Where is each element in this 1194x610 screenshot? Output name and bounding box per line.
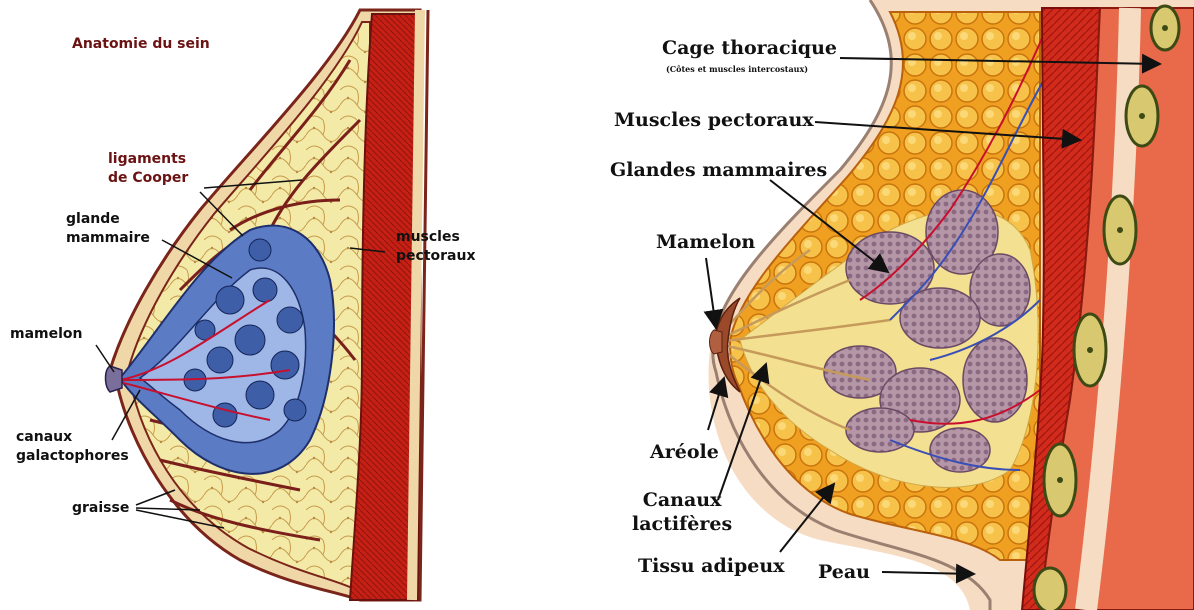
- label-canaux-lactiferes-line1: Canaux: [632, 488, 732, 512]
- label-ligaments-cooper: ligaments de Cooper: [108, 150, 188, 188]
- label-muscles-pectoraux-left: muscles pectoraux: [396, 228, 475, 266]
- label-canaux-line1: canaux: [16, 428, 129, 447]
- label-peau: Peau: [818, 560, 870, 584]
- label-glandes-mammaires: Glandes mammaires: [610, 158, 827, 182]
- label-graisse: graisse: [72, 499, 129, 518]
- left-breast-illustration: [0, 0, 590, 610]
- right-diagram-panel: Cage thoracique (Côtes et muscles interc…: [590, 0, 1194, 610]
- label-areole: Aréole: [650, 440, 719, 464]
- label-mamelon-right: Mamelon: [656, 230, 755, 254]
- label-tissu-adipeux: Tissu adipeux: [638, 554, 785, 578]
- label-muscles-pectoraux-right: Muscles pectoraux: [614, 108, 814, 132]
- label-glande-line2: mammaire: [66, 229, 150, 248]
- label-canaux-galactophores: canaux galactophores: [16, 428, 129, 466]
- label-cage-thoracique: Cage thoracique: [662, 36, 837, 60]
- label-canaux-lactiferes: Canaux lactifères: [632, 488, 732, 536]
- label-cage-subtitle: (Côtes et muscles intercostaux): [666, 64, 808, 74]
- label-glande-line1: glande: [66, 210, 150, 229]
- left-diagram-panel: Anatomie du sein ligaments de Cooper gla…: [0, 0, 590, 610]
- label-canaux-lactiferes-line2: lactifères: [632, 512, 732, 536]
- label-mamelon-left: mamelon: [10, 325, 83, 344]
- label-ligaments-line2: de Cooper: [108, 169, 188, 188]
- label-muscles-line2: pectoraux: [396, 247, 475, 266]
- label-muscles-line1: muscles: [396, 228, 475, 247]
- label-ligaments-line1: ligaments: [108, 150, 188, 169]
- label-canaux-line2: galactophores: [16, 447, 129, 466]
- left-nipple: [106, 366, 123, 392]
- label-glande-mammaire: glande mammaire: [66, 210, 150, 248]
- right-nipple: [710, 330, 723, 354]
- left-title: Anatomie du sein: [72, 36, 210, 52]
